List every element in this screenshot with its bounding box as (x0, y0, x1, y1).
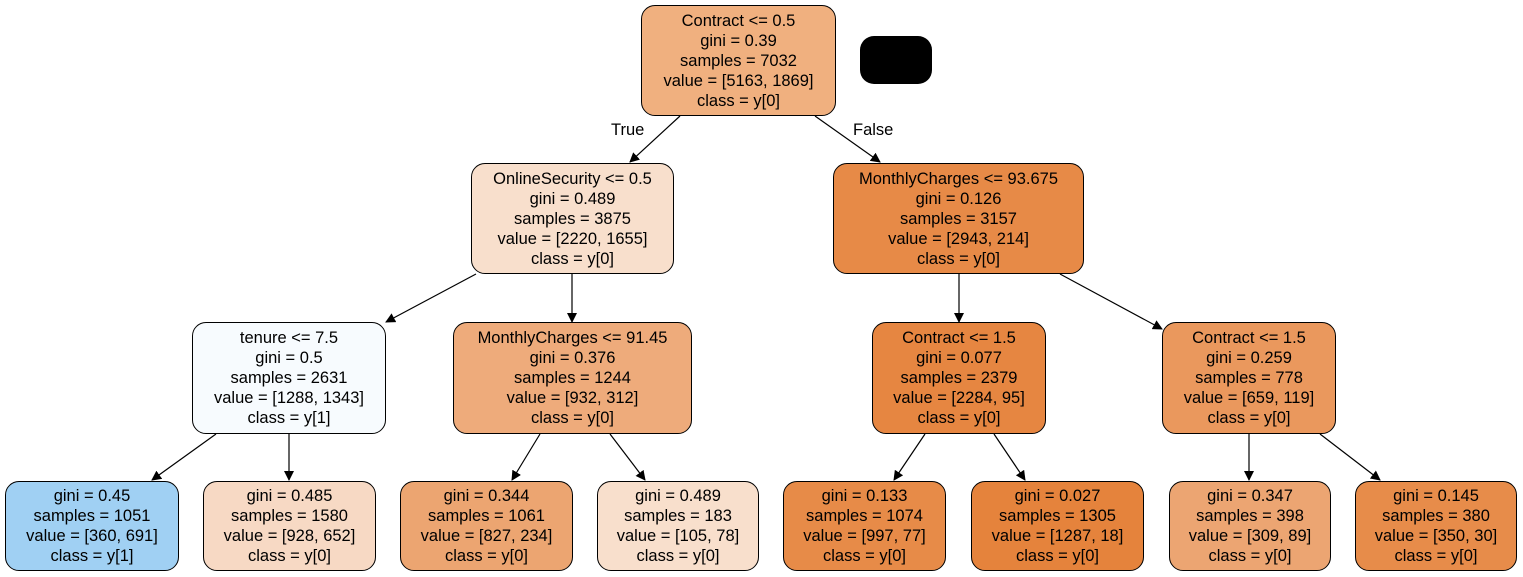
node-line: OnlineSecurity <= 0.5 (493, 169, 652, 188)
node-line: samples = 183 (624, 507, 732, 525)
node-line: samples = 2379 (900, 369, 1018, 387)
edge-n6-l8 (1319, 433, 1381, 481)
node-line: gini = 0.344 (443, 487, 530, 505)
node-line: class = y[0] (531, 409, 614, 427)
node-line: value = [997, 77] (803, 527, 926, 545)
tree-node-tenure: tenure <= 7.5 gini = 0.5 samples = 2631 … (192, 322, 386, 434)
node-line: value = [360, 691] (26, 527, 158, 545)
node-line: class = y[0] (917, 249, 1000, 268)
tree-leaf: gini = 0.485 samples = 1580 value = [928… (203, 481, 376, 571)
node-line: samples = 7032 (680, 51, 797, 70)
node-line: gini = 0.39 (700, 31, 777, 50)
node-line: gini = 0.376 (529, 349, 616, 367)
node-line: samples = 2631 (230, 369, 348, 387)
node-line: class = y[0] (636, 547, 720, 565)
node-line: value = [2284, 95] (893, 389, 1025, 407)
node-line: MonthlyCharges <= 91.45 (477, 329, 668, 347)
tree-leaf: gini = 0.45 samples = 1051 value = [360,… (5, 481, 179, 571)
edge-root-n1 (629, 115, 681, 163)
node-line: value = [105, 78] (616, 527, 740, 545)
tree-node-contract-right: Contract <= 1.5 gini = 0.259 samples = 7… (1162, 322, 1336, 434)
node-line: value = [309, 89] (1188, 527, 1312, 545)
tree-leaf: gini = 0.489 samples = 183 value = [105,… (597, 481, 759, 571)
edge-root-n2 (814, 115, 881, 163)
tree-leaf: gini = 0.145 samples = 380 value = [350,… (1355, 481, 1517, 571)
node-line: gini = 0.485 (246, 487, 333, 505)
edge-n2-n6 (1059, 273, 1163, 330)
node-line: value = [827, 234] (420, 527, 553, 545)
edge-n1-n3 (385, 273, 477, 323)
node-line: samples = 1061 (428, 507, 545, 525)
tree-leaf: gini = 0.347 samples = 398 value = [309,… (1169, 481, 1331, 571)
tree-leaf: gini = 0.027 samples = 1305 value = [128… (971, 481, 1144, 571)
tree-node-monthly-charges-91: MonthlyCharges <= 91.45 gini = 0.376 sam… (453, 322, 692, 434)
tree-node-contract-left: Contract <= 1.5 gini = 0.077 samples = 2… (872, 322, 1046, 434)
node-line: MonthlyCharges <= 93.675 (858, 169, 1059, 188)
tree-node-online-security: OnlineSecurity <= 0.5 gini = 0.489 sampl… (471, 163, 674, 274)
node-line: gini = 0.145 (1393, 487, 1479, 505)
node-line: value = [1287, 18] (991, 527, 1124, 545)
node-line: class = y[0] (1016, 547, 1099, 565)
node-line: gini = 0.259 (1206, 349, 1292, 367)
edge-n3-l1 (151, 433, 217, 481)
node-line: samples = 3875 (514, 209, 631, 228)
edge-label-false: False (853, 121, 894, 139)
node-line: value = [932, 312] (506, 389, 639, 407)
node-line: samples = 398 (1196, 507, 1304, 525)
tree-leaf: gini = 0.133 samples = 1074 value = [997… (783, 481, 946, 571)
edge-label-true: True (611, 121, 645, 139)
edge-n4-l3 (511, 433, 541, 481)
node-line: value = [1288, 1343] (214, 389, 364, 407)
tree-node-monthly-charges-93: MonthlyCharges <= 93.675 gini = 0.126 sa… (833, 163, 1084, 274)
node-line: class = y[0] (248, 547, 331, 565)
node-line: gini = 0.077 (916, 349, 1002, 367)
node-line: class = y[0] (1207, 409, 1291, 427)
node-line: samples = 1580 (231, 507, 348, 525)
edge-n4-l4 (609, 433, 646, 481)
node-line: class = y[1] (247, 409, 331, 427)
node-line: Contract <= 1.5 (1192, 329, 1306, 347)
node-line: value = [928, 652] (223, 527, 356, 545)
node-line: samples = 1074 (806, 507, 923, 525)
node-line: samples = 380 (1382, 507, 1490, 525)
node-line: samples = 1305 (999, 507, 1116, 525)
node-line: value = [2220, 1655] (497, 229, 648, 248)
node-line: class = y[0] (1208, 547, 1292, 565)
node-line: class = y[1] (50, 547, 134, 565)
node-line: samples = 3157 (900, 209, 1017, 228)
node-line: class = y[0] (917, 409, 1001, 427)
tree-node-root: Contract <= 0.5 gini = 0.39 samples = 70… (641, 5, 836, 116)
node-line: Contract <= 0.5 (681, 11, 796, 30)
node-line: Contract <= 1.5 (902, 329, 1016, 347)
edge-n5-l5 (893, 433, 926, 481)
node-line: gini = 0.347 (1207, 487, 1293, 505)
node-line: class = y[0] (1394, 547, 1478, 565)
node-line: value = [659, 119] (1183, 389, 1315, 407)
node-line: tenure <= 7.5 (239, 329, 339, 347)
node-line: value = [2943, 214] (888, 229, 1029, 248)
redaction-blob (860, 36, 932, 84)
node-line: gini = 0.133 (821, 487, 908, 505)
node-line: samples = 1244 (514, 369, 631, 387)
node-line: class = y[0] (531, 249, 614, 268)
tree-leaf: gini = 0.344 samples = 1061 value = [827… (400, 481, 573, 571)
node-line: class = y[0] (445, 547, 528, 565)
node-line: class = y[0] (697, 91, 780, 110)
node-line: class = y[0] (823, 547, 906, 565)
node-line: samples = 1051 (33, 507, 151, 525)
node-line: samples = 778 (1195, 369, 1303, 387)
node-line: gini = 0.45 (53, 487, 131, 505)
node-line: gini = 0.027 (1014, 487, 1101, 505)
node-line: gini = 0.5 (255, 349, 323, 367)
node-line: gini = 0.126 (915, 189, 1002, 208)
node-line: value = [350, 30] (1374, 527, 1498, 545)
node-line: value = [5163, 1869] (663, 71, 814, 90)
node-line: gini = 0.489 (635, 487, 721, 505)
edge-n5-l6 (993, 433, 1026, 481)
node-line: gini = 0.489 (529, 189, 616, 208)
